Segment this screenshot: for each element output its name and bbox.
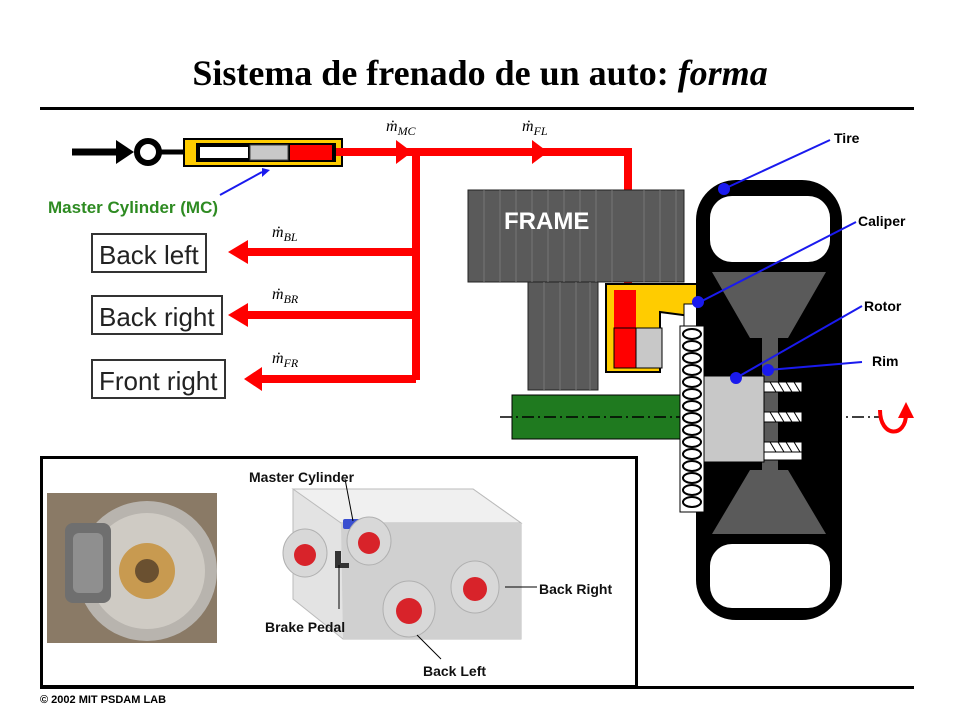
mc-3d-drawing — [282, 488, 523, 640]
rotor — [679, 325, 705, 513]
flow-br-label: ṁBR — [272, 286, 299, 307]
push-arrow-icon — [72, 140, 134, 164]
frame-block — [467, 189, 685, 391]
inset-graphics — [47, 478, 537, 660]
brake-photo — [47, 493, 217, 643]
page-title: Sistema de frenado de un auto: forma — [0, 52, 960, 94]
flow-fl-label: ṁFL — [522, 118, 548, 139]
copyright: © 2002 MIT PSDAM LAB — [40, 694, 167, 706]
tire-label: Tire — [834, 130, 860, 146]
master-cylinder-label: Master Cylinder (MC) — [48, 198, 219, 217]
inset-back-left-label: Back Left — [423, 663, 487, 679]
wheel-studs — [763, 381, 803, 461]
tire — [696, 180, 842, 620]
back-left-box: Back left — [91, 233, 207, 273]
title-main: Sistema de frenado de un auto: — [192, 53, 678, 93]
arrow-fr-icon — [244, 367, 262, 391]
front-right-box: Front right — [91, 359, 226, 399]
flow-fr-label: ṁFR — [272, 350, 299, 371]
rotation-arrow-icon — [878, 409, 908, 434]
inset-master-cylinder-label: Master Cylinder — [249, 469, 355, 485]
frame-label: FRAME — [504, 208, 590, 235]
arrow-br-icon — [228, 303, 248, 327]
caliper-label: Caliper — [858, 213, 906, 229]
master-cylinder-body — [183, 138, 343, 167]
brake-lines — [240, 148, 632, 383]
rim-label: Rim — [872, 353, 899, 369]
rotor-label: Rotor — [864, 298, 902, 314]
mc-pointer — [219, 171, 263, 196]
title-emphasis: forma — [677, 53, 768, 93]
inset-brake-pedal-label: Brake Pedal — [265, 619, 346, 635]
back-right-box: Back right — [91, 295, 223, 335]
flow-mc-label: ṁMC — [386, 118, 416, 139]
inset-panel: Master Cylinder Back Right Brake Pedal B… — [40, 456, 638, 688]
component-pointers — [699, 139, 863, 379]
top-rule — [40, 107, 914, 110]
inset-back-right-label: Back Right — [539, 581, 613, 597]
inset-callouts — [338, 478, 537, 660]
arrow-bl-icon — [228, 240, 248, 264]
arrow-mc-icon — [396, 140, 412, 164]
arrow-fl-icon — [532, 140, 548, 164]
hub — [703, 375, 765, 463]
pivot-icon — [134, 138, 162, 166]
flow-bl-label: ṁBL — [272, 224, 298, 245]
